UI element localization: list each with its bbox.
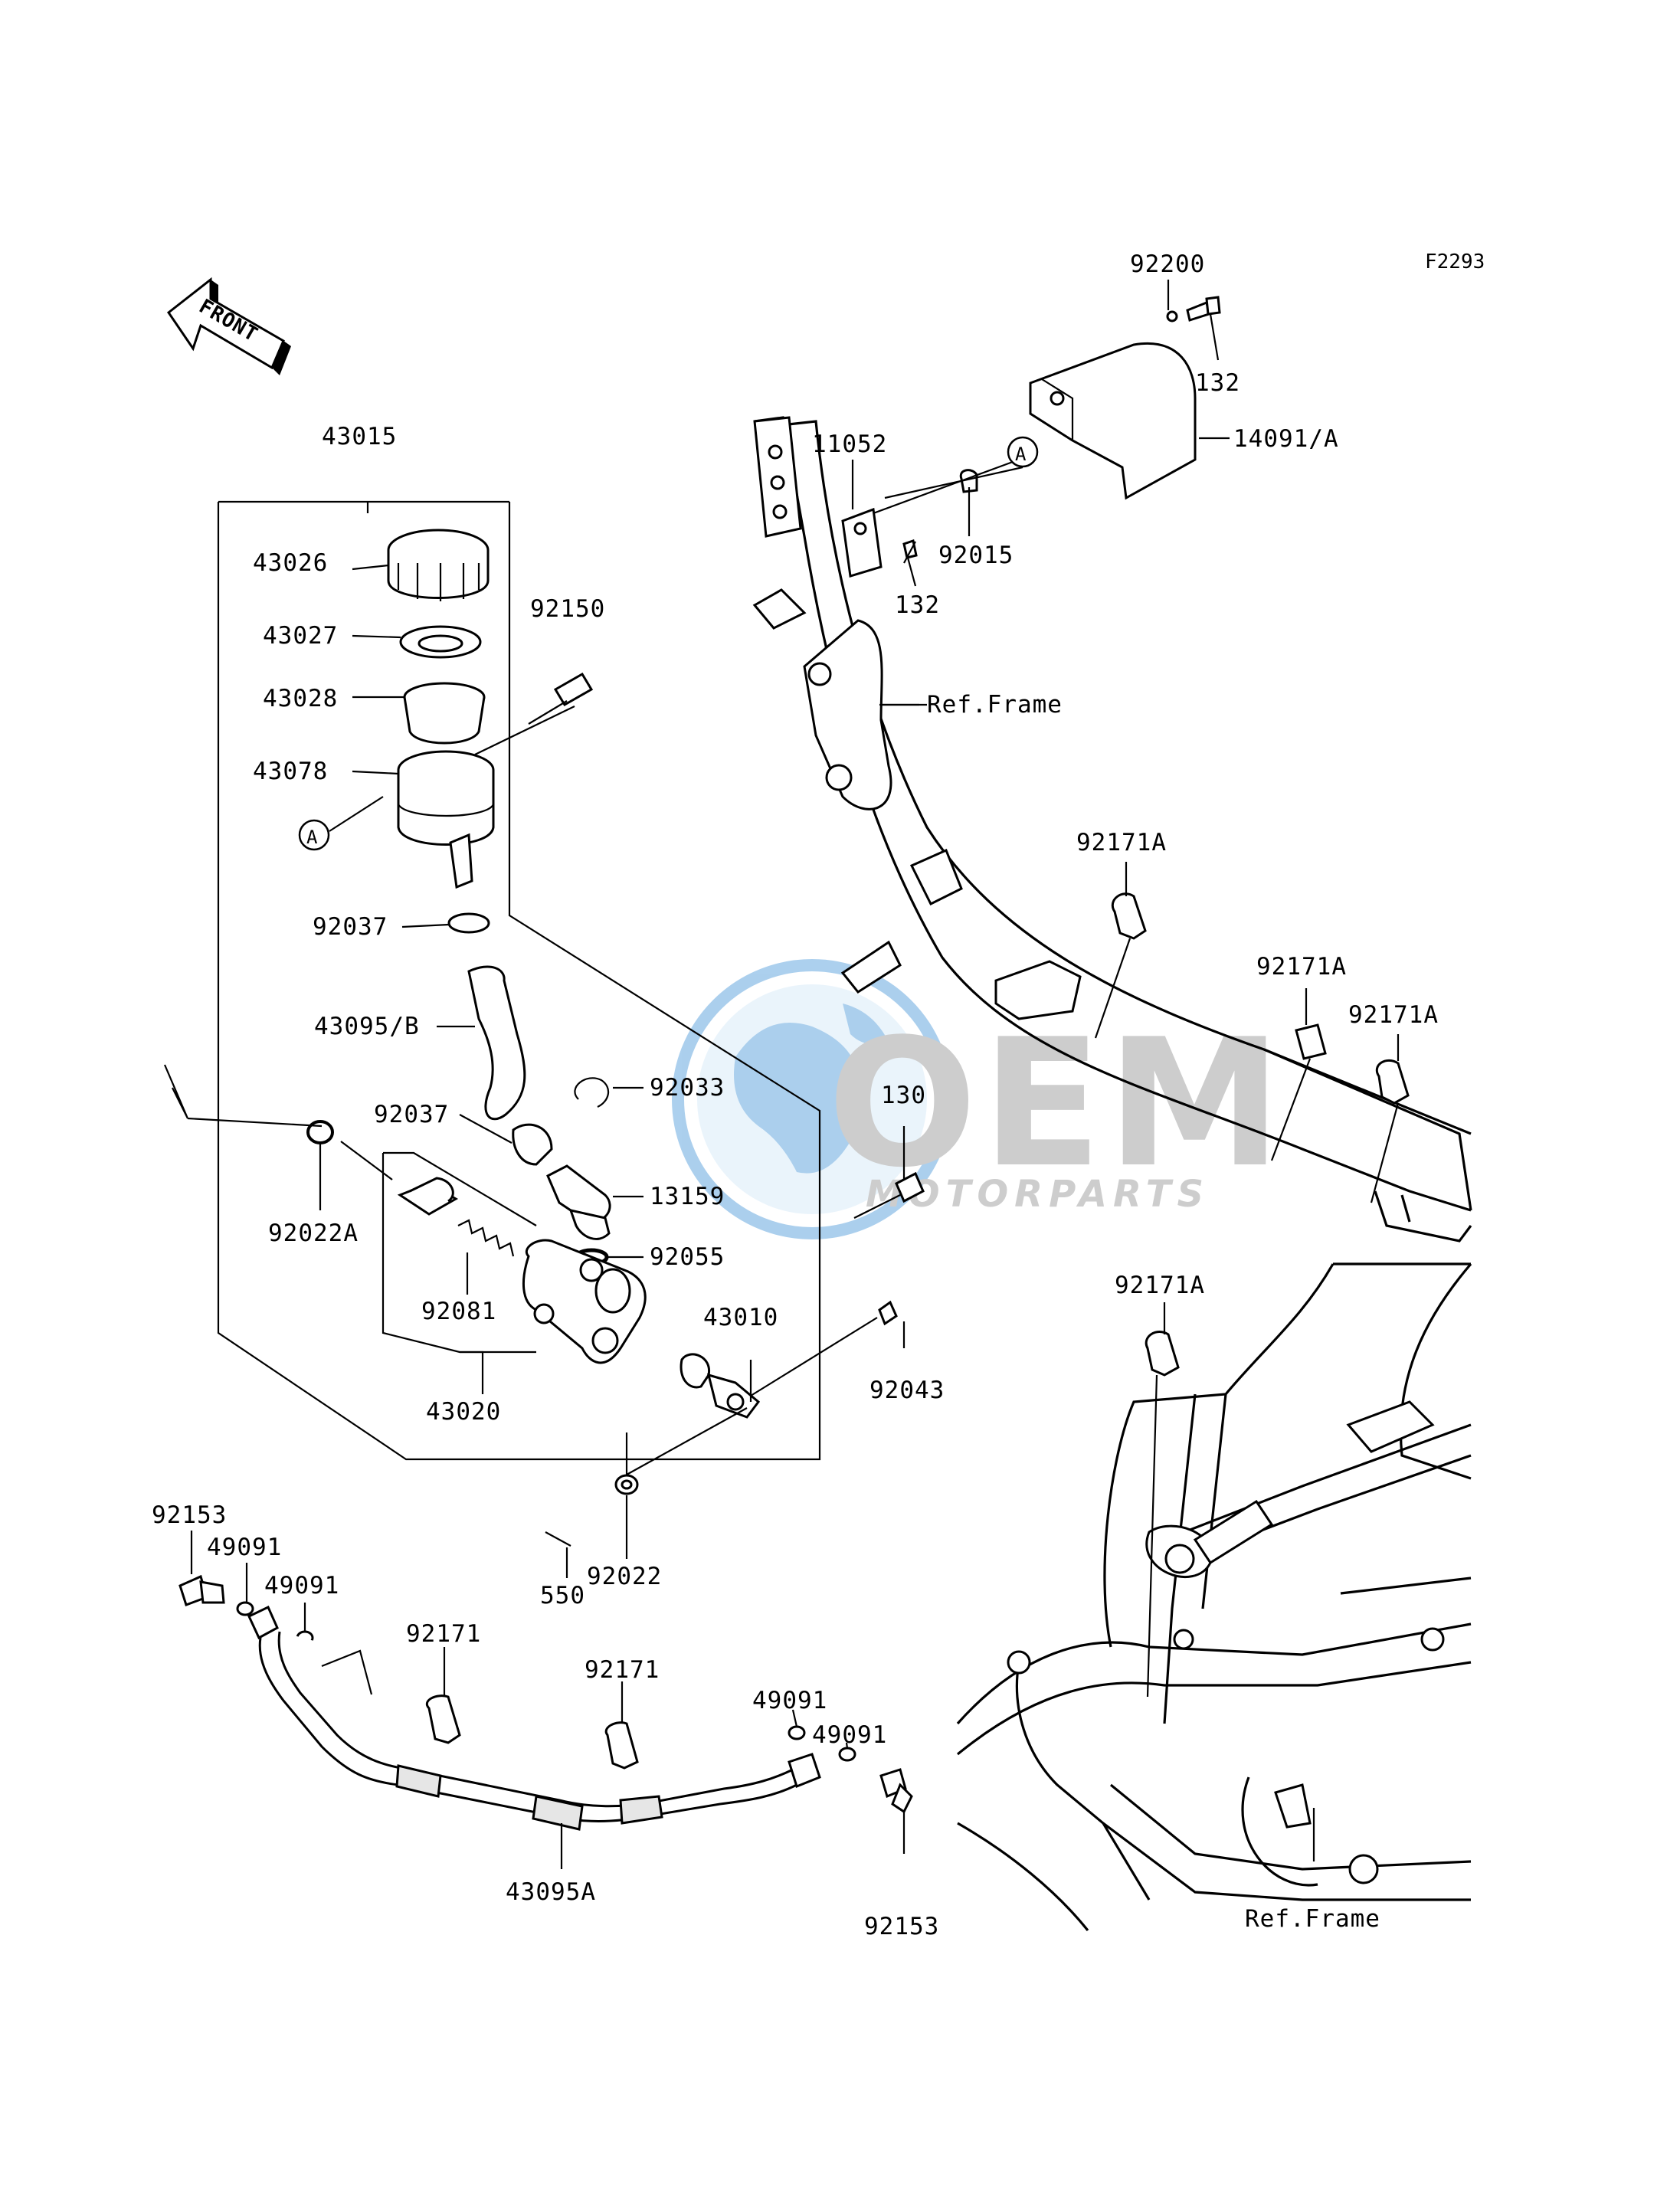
figure-code: F2293 [1425, 250, 1485, 273]
part-label-92150: 92150 [530, 595, 605, 623]
part-label-92153-left: 92153 [152, 1501, 227, 1529]
ref-frame-label-upper: Ref.Frame [927, 691, 1063, 719]
part-label-92171-2: 92171 [585, 1656, 660, 1684]
callout-marker-a-right: A [1007, 436, 1039, 468]
lower-frame-drawing [956, 1262, 1472, 1931]
part-label-49091-2: 49091 [264, 1572, 339, 1599]
part-label-92037-upper: 92037 [313, 913, 388, 941]
front-direction-arrow-icon: FRONT [166, 277, 291, 375]
part-label-92033: 92033 [650, 1074, 725, 1102]
part-label-92171a-2: 92171A [1256, 953, 1347, 981]
part-label-43020: 43020 [426, 1398, 501, 1426]
callout-marker-a-left: A [298, 819, 330, 851]
part-label-92171-1: 92171 [406, 1620, 481, 1648]
part-label-92022a: 92022A [268, 1220, 359, 1247]
part-label-130: 130 [881, 1082, 926, 1109]
part-label-92055: 92055 [650, 1243, 725, 1271]
part-label-11052: 11052 [812, 431, 887, 458]
part-label-92022: 92022 [587, 1563, 662, 1590]
part-label-550: 550 [540, 1582, 585, 1609]
ref-frame-label-lower: Ref.Frame [1245, 1905, 1380, 1933]
part-label-43078: 43078 [253, 758, 328, 785]
globe-icon [672, 959, 952, 1239]
part-labels: 43015 43026 43027 43028 43078 92150 9203… [152, 250, 1439, 1940]
part-label-92153-right: 92153 [864, 1913, 939, 1940]
master-cylinder-parts [306, 529, 925, 1547]
part-label-43027: 43027 [263, 622, 338, 650]
part-label-43095a: 43095A [506, 1878, 596, 1906]
part-label-92037-lower: 92037 [374, 1101, 449, 1128]
oem-motorparts-watermark: OEM MOTORPARTS [672, 959, 1282, 1239]
cover-assembly [752, 296, 1221, 630]
part-label-92015: 92015 [938, 542, 1014, 569]
part-label-14091a: 14091/A [1233, 425, 1339, 453]
part-label-49091-1: 49091 [207, 1534, 282, 1561]
part-label-43028: 43028 [263, 685, 338, 712]
watermark-sub: MOTORPARTS [866, 1173, 1210, 1216]
frame-drawing [753, 416, 1472, 1243]
part-label-92171a-3: 92171A [1348, 1001, 1439, 1029]
part-label-43015: 43015 [322, 423, 397, 450]
part-label-13159: 13159 [650, 1183, 725, 1210]
frame-clamps [1112, 892, 1410, 1377]
part-label-92171a-1: 92171A [1076, 829, 1167, 856]
part-label-43026: 43026 [253, 549, 328, 577]
part-label-92081: 92081 [421, 1298, 496, 1325]
part-label-92171a-4: 92171A [1115, 1272, 1205, 1299]
part-label-43010: 43010 [703, 1304, 778, 1331]
part-label-132-top: 132 [1195, 369, 1240, 397]
part-label-132-mid: 132 [895, 591, 940, 619]
part-label-92200: 92200 [1130, 250, 1205, 278]
part-label-43095b: 43095/B [314, 1013, 420, 1040]
part-label-92043: 92043 [869, 1377, 945, 1404]
callout-a-left-text: A [306, 827, 318, 848]
part-label-49091-4: 49091 [812, 1721, 887, 1749]
callout-a-right-text: A [1015, 444, 1027, 465]
leader-lines [163, 280, 1400, 1869]
part-label-49091-3: 49091 [752, 1687, 827, 1714]
